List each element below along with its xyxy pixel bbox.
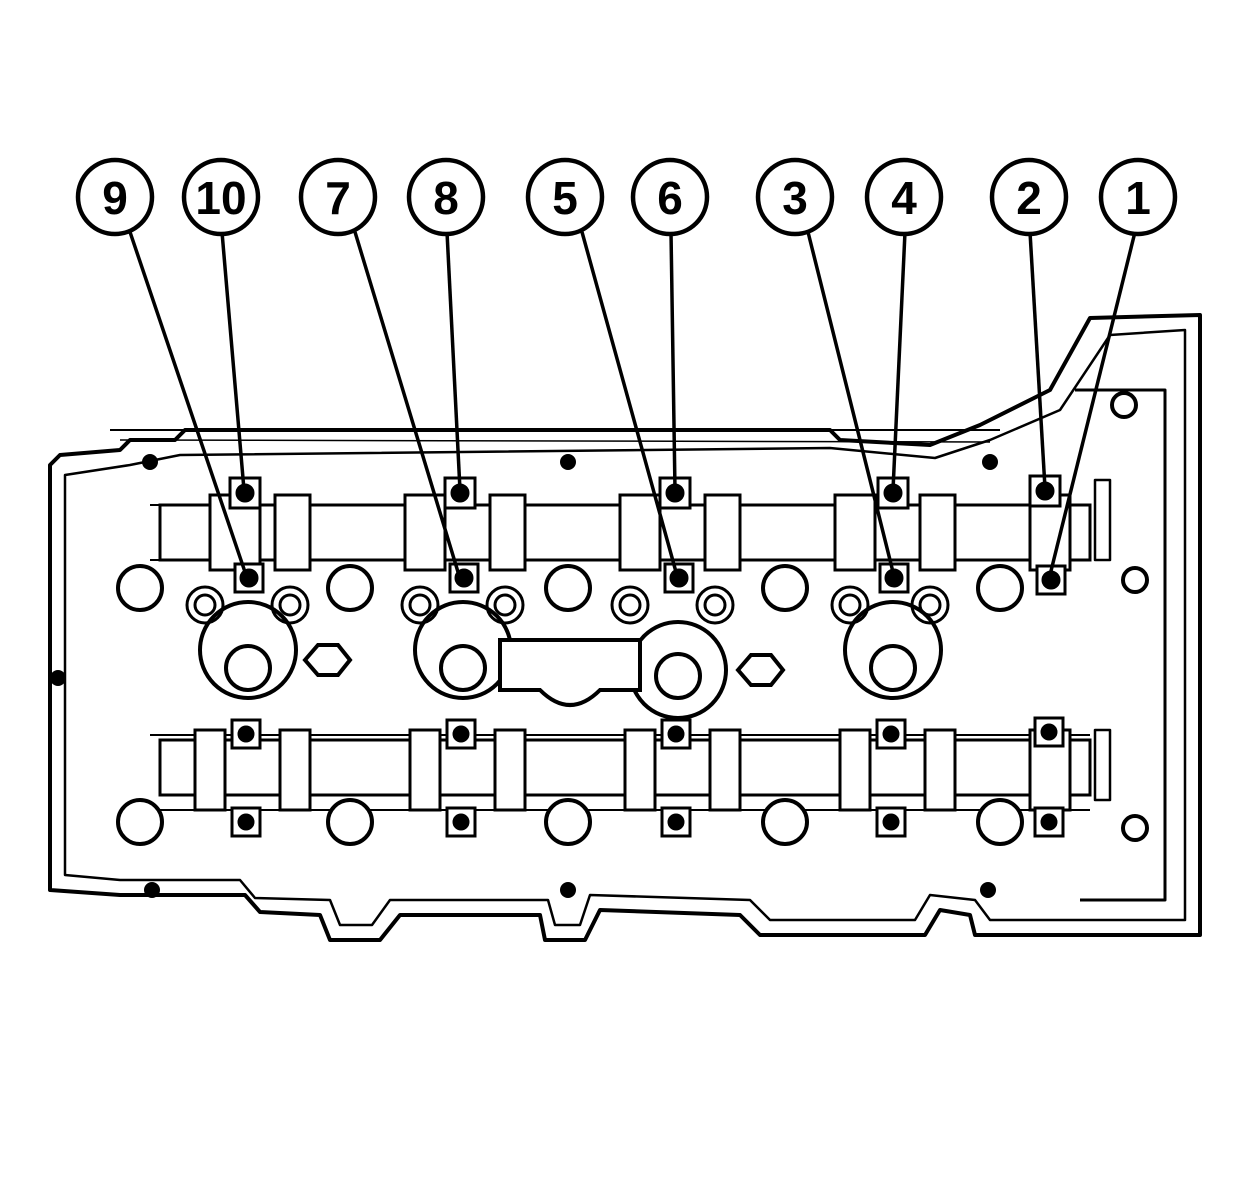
callout-1-label: 1 <box>1125 172 1151 224</box>
intake-camshaft <box>158 493 1092 572</box>
callout-3-label: 3 <box>782 172 808 224</box>
head-bolts-upper-inner <box>233 562 1067 596</box>
callout-10: 10 <box>181 157 261 237</box>
exhaust-camshaft <box>158 728 1092 812</box>
callout-6: 6 <box>630 157 710 237</box>
callouts: 9 10 7 8 5 6 3 4 <box>75 157 1178 237</box>
callout-4: 4 <box>864 157 944 237</box>
callout-7: 7 <box>298 157 378 237</box>
camshaft-cap-bosses <box>116 391 1149 846</box>
callout-9-label: 9 <box>102 172 128 224</box>
callout-5-label: 5 <box>552 172 578 224</box>
gasket-holes <box>50 454 998 898</box>
callout-3: 3 <box>755 157 835 237</box>
valve-springs <box>185 585 950 625</box>
callout-9: 9 <box>75 157 155 237</box>
callout-6-label: 6 <box>657 172 683 224</box>
callout-leader-lines <box>128 231 1137 576</box>
head-bolts-lower <box>230 716 1065 838</box>
callout-1: 1 <box>1098 157 1178 237</box>
callout-8: 8 <box>406 157 486 237</box>
callout-2: 2 <box>989 157 1069 237</box>
callout-2-label: 2 <box>1016 172 1042 224</box>
callout-8-label: 8 <box>433 172 459 224</box>
callout-10-label: 10 <box>195 172 246 224</box>
callout-4-label: 4 <box>891 172 917 224</box>
callout-5: 5 <box>525 157 605 237</box>
callout-7-label: 7 <box>325 172 351 224</box>
spark-plug-bores <box>198 600 944 720</box>
hex-nuts <box>302 643 786 687</box>
